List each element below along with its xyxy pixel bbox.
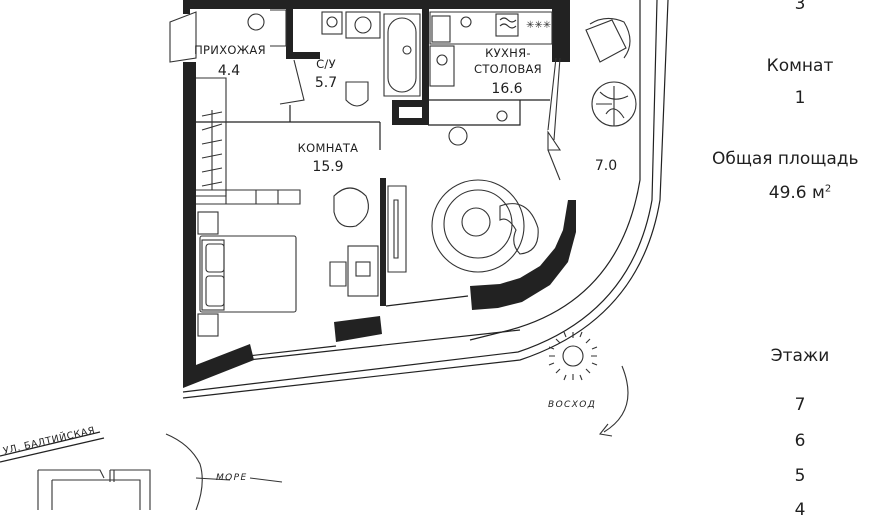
bed <box>199 235 297 313</box>
rooms-label: Комнат <box>766 56 834 76</box>
wall-top-right <box>552 0 570 62</box>
wall-bottom-right <box>470 200 576 310</box>
wall-inner <box>380 178 386 306</box>
kitchen-name-1: КУХНЯ- <box>485 46 531 60</box>
sunrise-arrow <box>603 365 629 433</box>
room-name: КОМНАТА <box>298 141 359 155</box>
svg-text:✳✳✳: ✳✳✳ <box>526 20 551 31</box>
floor-option-6[interactable]: 6 <box>794 431 806 451</box>
wall-bath-mid <box>288 52 320 59</box>
wall-bath-left <box>286 9 293 59</box>
total-area-label: Общая площадь <box>712 149 859 169</box>
wall-left-long <box>183 62 196 382</box>
room-area: 15.9 <box>312 159 343 175</box>
area-unit-sup: 2 <box>824 183 832 195</box>
bath-area: 5.7 <box>315 75 337 91</box>
floor-option-5[interactable]: 5 <box>794 466 806 486</box>
kitchen-name-2: СТОЛОВАЯ <box>474 62 542 76</box>
wall-bottom-left <box>183 344 254 388</box>
sun-icon <box>548 331 598 381</box>
hall-name: ПРИХОЖАЯ <box>194 43 266 57</box>
balcony-inner-rail <box>182 0 658 393</box>
hall-area: 4.4 <box>218 63 240 79</box>
street-label: УЛ. БАЛТИЙСКАЯ <box>2 424 96 457</box>
bathtub <box>383 13 421 97</box>
wall-bath-right <box>422 9 429 119</box>
bath-name: С/У <box>316 57 336 71</box>
floor-option-4[interactable]: 4 <box>794 500 806 520</box>
balcony-area: 7.0 <box>595 158 617 174</box>
floors-label: Этажи <box>770 346 830 366</box>
rooms-value: 1 <box>794 88 806 108</box>
total-area-number: 49.6 м <box>768 183 825 203</box>
wall-bottom-mid <box>334 316 382 342</box>
floor-plan: ✳✳✳ ПРИХОЖАЯ 4.4 С/У 5.7 КУХНЯ- СТОЛОВАЯ… <box>0 0 669 510</box>
total-area-value: 49.6 м2 <box>700 183 880 203</box>
floor-number-top: 3 <box>794 0 806 14</box>
floor-option-7[interactable]: 7 <box>794 395 806 415</box>
sea-label: МОРЕ <box>216 473 248 483</box>
wall-bath-bottom2 <box>392 118 429 125</box>
wall-bath-bottom <box>392 100 429 107</box>
kitchen-area: 16.6 <box>491 81 522 97</box>
balcony-edge <box>469 0 641 341</box>
location-map <box>0 431 283 510</box>
sunrise-label: ВОСХОД <box>548 400 596 410</box>
balcony-outer-rail <box>182 0 669 399</box>
wall-bath-corner <box>392 100 399 125</box>
wall-top <box>183 0 553 9</box>
